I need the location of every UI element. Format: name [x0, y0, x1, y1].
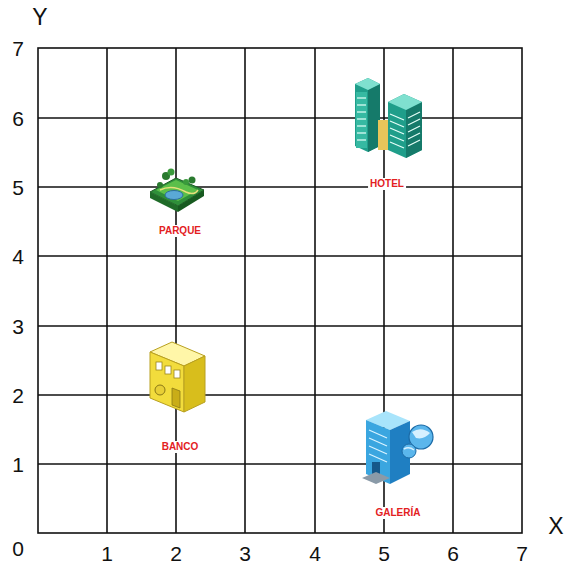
park-icon: [150, 169, 204, 213]
axis-number: 5: [378, 543, 390, 564]
bank-icon: [150, 342, 205, 412]
grid-line: [244, 48, 246, 533]
axis-number: 1: [12, 454, 24, 475]
axis-number: 4: [309, 543, 321, 564]
grid-line: [452, 48, 454, 533]
gallery-icon: [362, 411, 433, 484]
axis-number: 2: [170, 543, 182, 564]
hotel-icon: [355, 78, 422, 158]
grid-line: [106, 48, 108, 533]
axis-number: 7: [12, 38, 24, 59]
grid-line: [38, 186, 522, 188]
grid-border: [38, 48, 522, 533]
axis-number: 3: [12, 316, 24, 337]
axis-number: 3: [239, 543, 251, 564]
grid-line: [38, 255, 522, 257]
axis-title: Y: [32, 6, 47, 29]
axis-number: 4: [12, 246, 24, 267]
place-name: BANCO: [160, 441, 201, 453]
axis-number: 2: [12, 385, 24, 406]
grid-line: [38, 325, 522, 327]
grid-line: [38, 117, 522, 119]
grid-line: [38, 394, 522, 396]
axis-number: 6: [12, 108, 24, 129]
axis-number: 5: [12, 177, 24, 198]
place-name: GALERÍA: [374, 507, 423, 519]
grid-line: [175, 48, 177, 533]
place-name: HOTEL: [368, 178, 406, 190]
axis-title: X: [548, 515, 563, 538]
axis-number: 1: [101, 543, 113, 564]
place-name: PARQUE: [157, 225, 203, 237]
axis-number: 0: [12, 538, 24, 559]
grid-line: [314, 48, 316, 533]
axis-number: 6: [447, 543, 459, 564]
axis-number: 7: [516, 543, 528, 564]
grid-line: [38, 463, 522, 465]
grid-lines: [38, 48, 522, 533]
